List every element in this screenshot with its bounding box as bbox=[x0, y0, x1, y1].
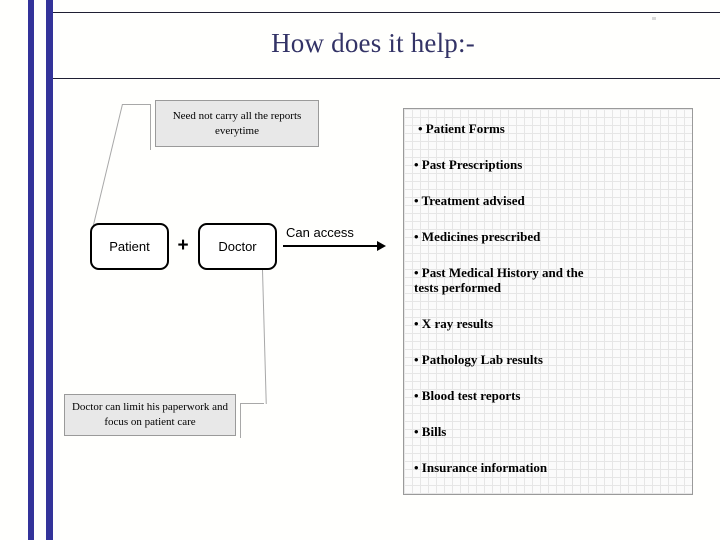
process-box-doctor-label: Doctor bbox=[218, 239, 257, 254]
connector-top-vertical bbox=[150, 104, 151, 150]
list-item: • Bills bbox=[414, 424, 447, 439]
left-accent-bar-inner bbox=[46, 0, 53, 540]
list-item: • Past Medical History and the tests per… bbox=[414, 265, 584, 295]
arrow-label-can-access: Can access bbox=[286, 225, 354, 240]
process-box-patient-label: Patient bbox=[109, 239, 150, 254]
callout-need-not-carry-reports: Need not carry all the reports everytime bbox=[155, 100, 319, 147]
arrow-head-icon bbox=[377, 241, 386, 251]
connector-bottom-horizontal bbox=[240, 403, 264, 404]
header-rule-top bbox=[53, 12, 720, 13]
artifact-speck bbox=[652, 17, 656, 20]
process-box-patient: Patient bbox=[90, 223, 169, 270]
bullet-list-panel: • Patient Forms • Past Prescriptions • T… bbox=[403, 108, 693, 495]
list-item: • Treatment advised bbox=[414, 193, 525, 208]
page-title: How does it help:- bbox=[271, 28, 475, 58]
connector-top-horizontal bbox=[122, 104, 151, 105]
callout-top-text: Need not carry all the reports everytime bbox=[172, 109, 302, 137]
connector-top-diagonal bbox=[92, 104, 123, 228]
plus-icon: + bbox=[177, 235, 189, 256]
list-item: • Patient Forms bbox=[418, 121, 505, 136]
left-accent-bar-outer bbox=[28, 0, 34, 540]
list-item: • X ray results bbox=[414, 316, 494, 331]
header-rule-bottom bbox=[53, 78, 720, 79]
list-item: • Blood test reports bbox=[414, 388, 521, 403]
arrow-line bbox=[283, 245, 379, 247]
list-item: • Insurance information bbox=[414, 460, 548, 475]
connector-bottom-vertical-stub bbox=[240, 403, 241, 438]
callout-doctor-paperwork: Doctor can limit his paperwork and focus… bbox=[64, 394, 236, 436]
list-item: • Medicines prescribed bbox=[414, 229, 541, 244]
list-item: • Pathology Lab results bbox=[414, 352, 543, 367]
connector-bottom-vertical bbox=[262, 270, 267, 404]
process-box-doctor: Doctor bbox=[198, 223, 277, 270]
list-item: • Past Prescriptions bbox=[414, 157, 523, 172]
callout-bottom-text: Doctor can limit his paperwork and focus… bbox=[71, 401, 229, 428]
